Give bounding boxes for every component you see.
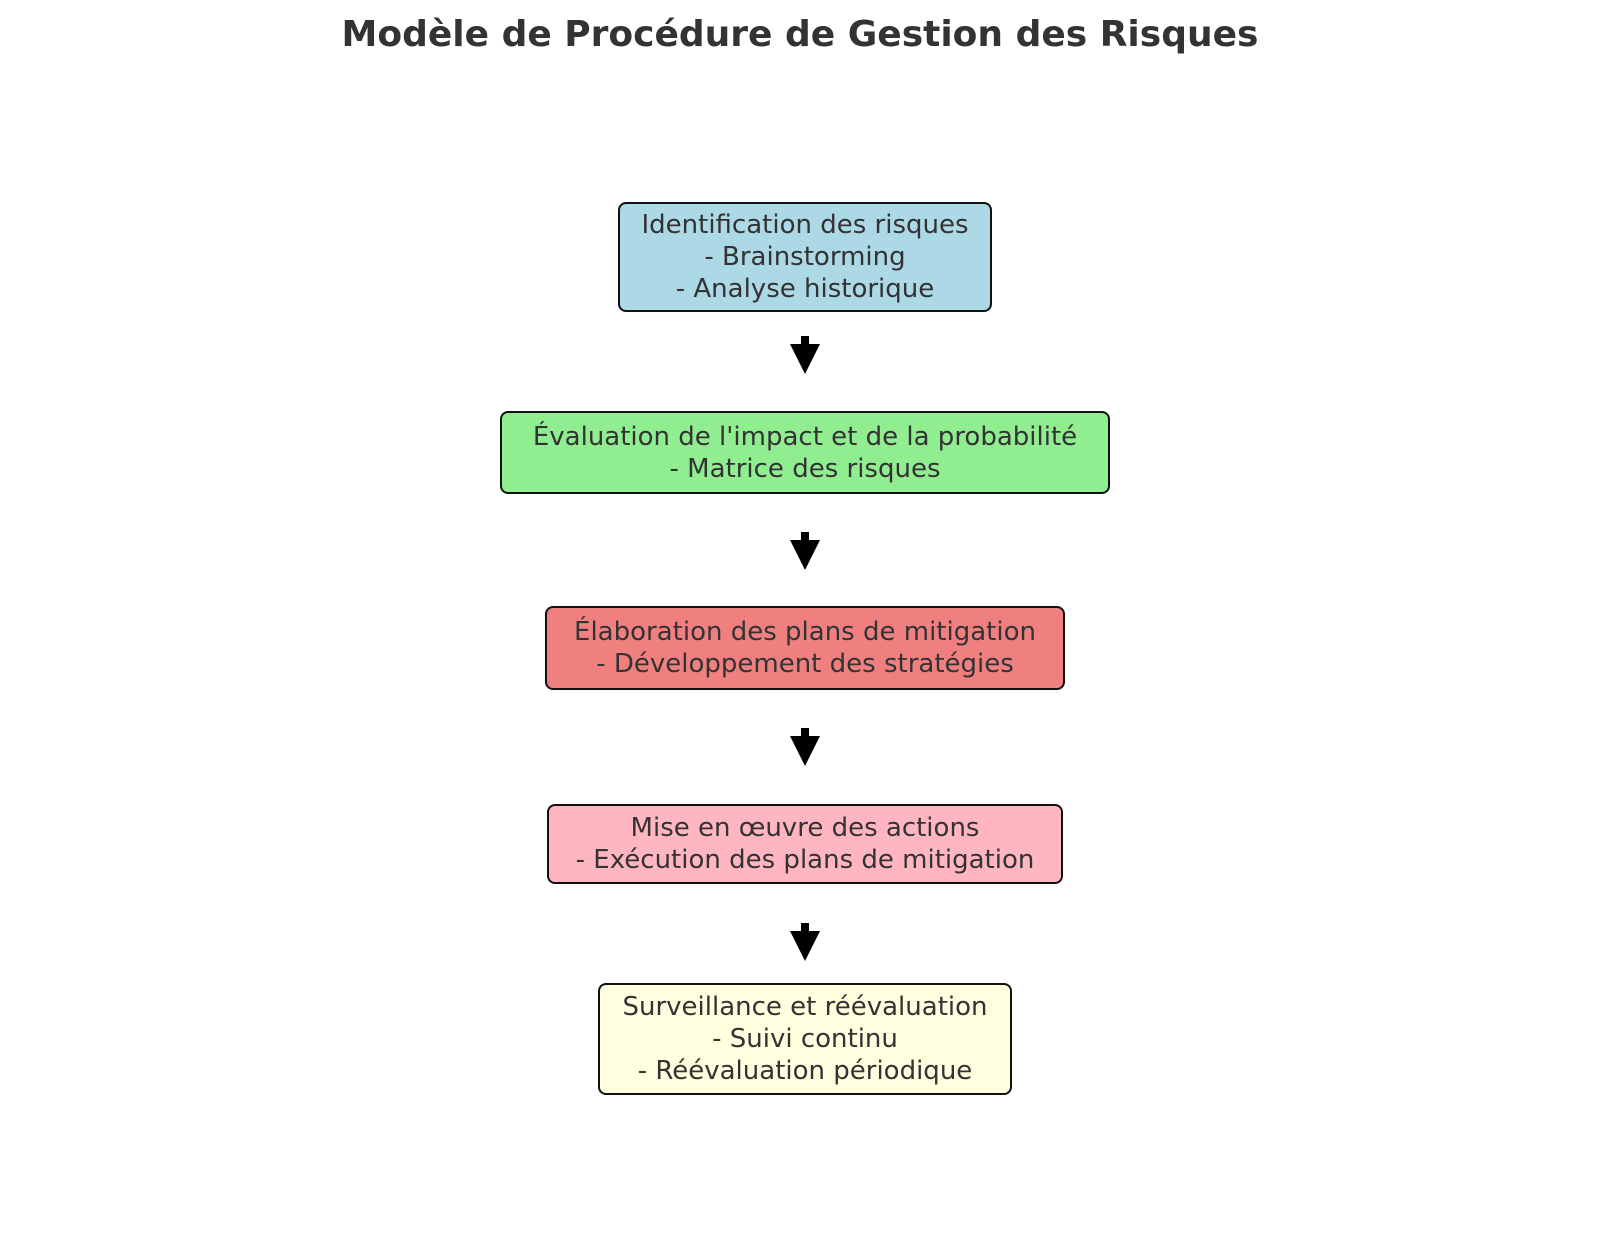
down-arrow-icon bbox=[790, 923, 820, 961]
step-implementation-box: Mise en œuvre des actions - Exécution de… bbox=[547, 804, 1063, 884]
step-evaluation-heading: Évaluation de l'impact et de la probabil… bbox=[532, 421, 1078, 452]
step-identification-heading: Identification des risques bbox=[641, 210, 969, 240]
diagram-title: Modèle de Procédure de Gestion des Risqu… bbox=[341, 14, 1259, 55]
step-monitoring-item: - Réévaluation périodique bbox=[637, 1056, 973, 1086]
step-evaluation-box: Évaluation de l'impact et de la probabil… bbox=[500, 411, 1110, 494]
step-evaluation-item: - Matrice des risques bbox=[669, 453, 941, 484]
step-monitoring-item: - Suivi continu bbox=[712, 1024, 898, 1054]
step-implementation-heading: Mise en œuvre des actions bbox=[630, 813, 980, 843]
down-arrow-icon bbox=[790, 728, 820, 766]
step-monitoring-box: Surveillance et réévaluation - Suivi con… bbox=[598, 983, 1012, 1095]
step-mitigation-planning-box: Élaboration des plans de mitigation - Dé… bbox=[545, 606, 1065, 690]
down-arrow-icon bbox=[790, 532, 820, 570]
step-implementation-item: - Exécution des plans de mitigation bbox=[575, 845, 1035, 875]
step-identification-item: - Brainstorming bbox=[704, 242, 906, 272]
step-identification-box: Identification des risques - Brainstormi… bbox=[618, 202, 992, 312]
step-mitigation-planning-heading: Élaboration des plans de mitigation bbox=[574, 617, 1036, 647]
step-monitoring-heading: Surveillance et réévaluation bbox=[622, 992, 988, 1022]
step-mitigation-planning-item: - Développement des stratégies bbox=[596, 649, 1014, 679]
down-arrow-icon bbox=[790, 336, 820, 374]
step-identification-item: - Analyse historique bbox=[675, 274, 935, 304]
